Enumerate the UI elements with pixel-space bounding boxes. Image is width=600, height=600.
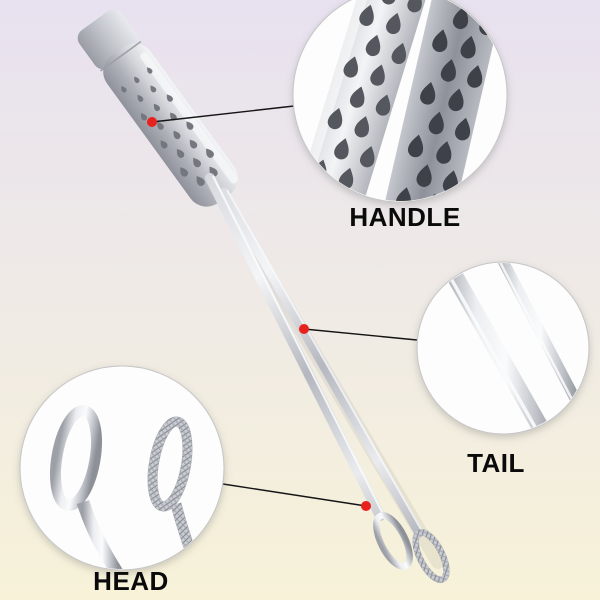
callout-lines — [151, 105, 418, 507]
tail-marker-dot — [299, 324, 309, 334]
handle-marker-dot — [147, 117, 157, 127]
head-callout-line — [222, 483, 367, 507]
tongs-arm-back — [219, 187, 424, 538]
tongs-arm-front — [205, 173, 385, 521]
tail-label: TAIL — [467, 448, 525, 478]
tongs-handle-paddle — [103, 43, 238, 207]
head-zoom-loop-knurled — [148, 417, 192, 511]
head-zoom-loop-plain — [50, 405, 102, 511]
tongs — [77, 9, 450, 583]
handle-label: HANDLE — [349, 202, 461, 232]
tail-callout-line — [303, 328, 418, 341]
tongs-handle — [77, 9, 238, 207]
red-markers — [147, 117, 371, 511]
head-callout-content — [50, 405, 203, 569]
handle-callout-line — [151, 105, 295, 123]
head-label: HEAD — [93, 566, 169, 596]
tongs-head-loop-knurled — [412, 529, 450, 583]
head-marker-dot — [361, 501, 371, 511]
tongs-head-loop-plain — [373, 512, 413, 570]
tail-callout-content — [432, 263, 585, 433]
